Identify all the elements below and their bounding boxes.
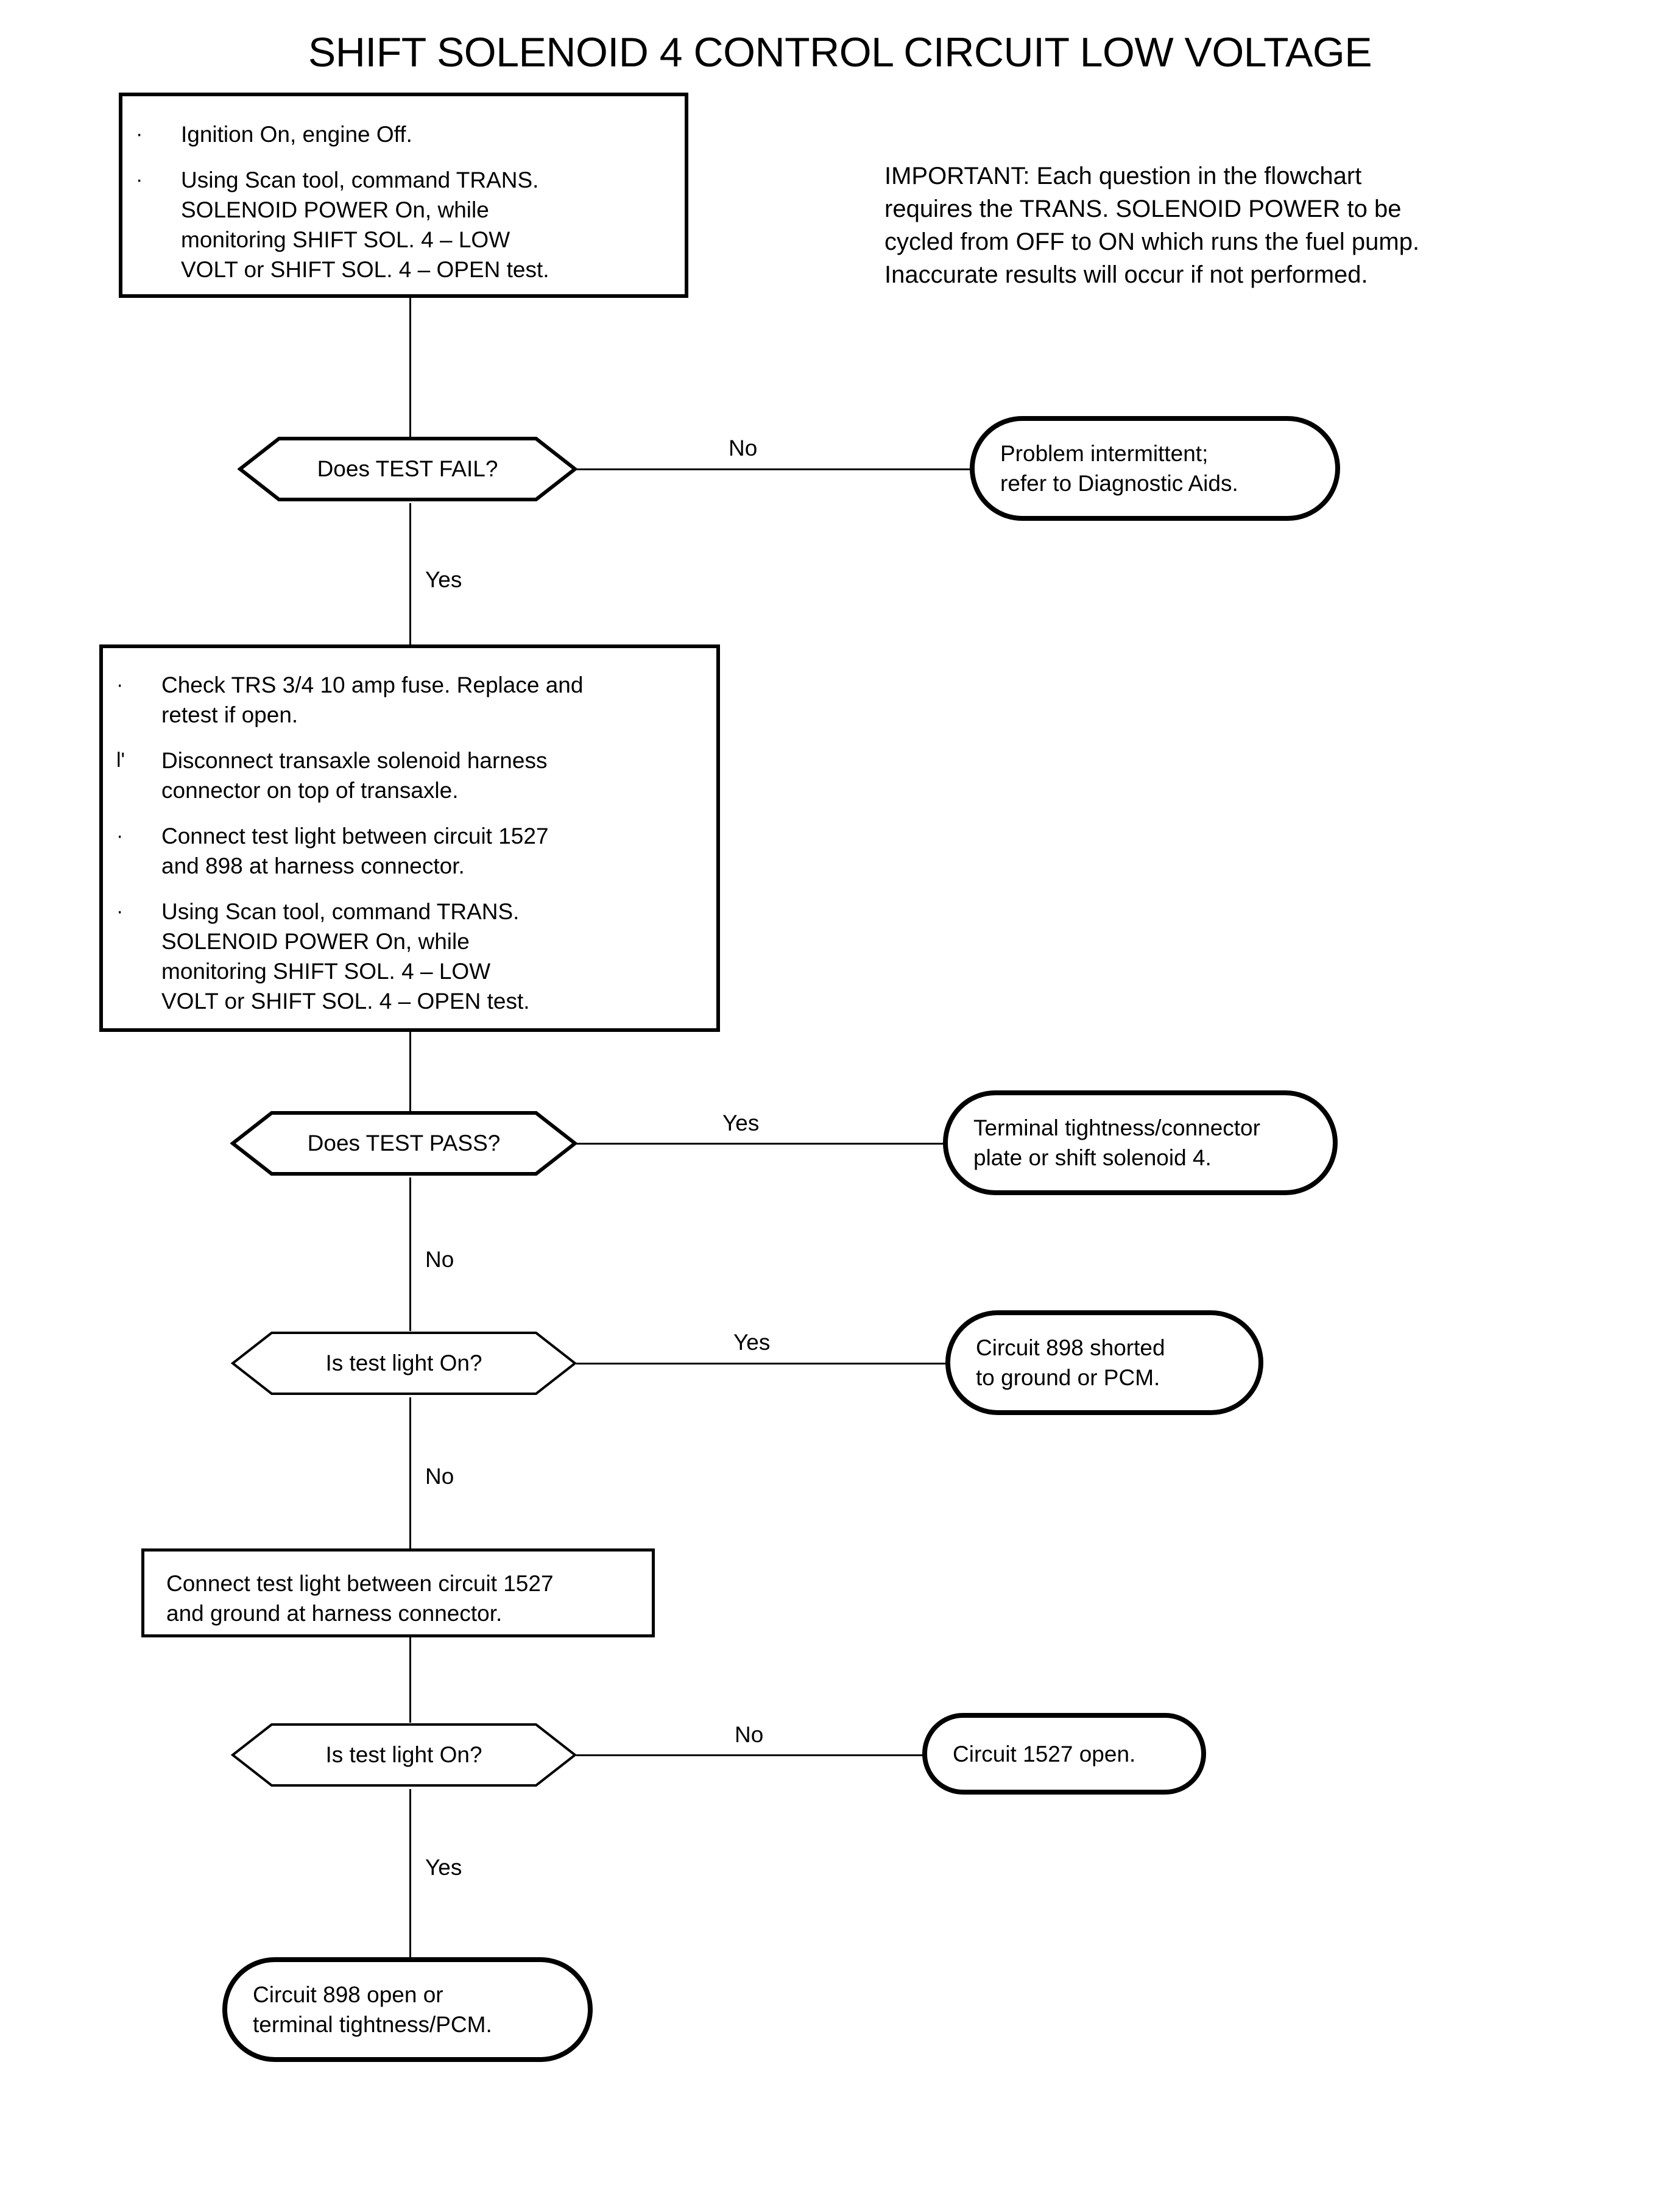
bullet-text: Check TRS 3/4 10 amp fuse. Replace and r…: [161, 673, 584, 727]
bullet-item: · Using Scan tool, command TRANS. SOLENO…: [103, 897, 701, 1016]
decision-label: Does TEST FAIL?: [317, 456, 498, 481]
connector-step2-to-decision2: [409, 1032, 411, 1111]
bullet-item: · Ignition On, engine Off.: [122, 119, 666, 149]
connector-step3-to-decision4: [409, 1637, 411, 1723]
bullet-text: Disconnect transaxle solenoid harness co…: [161, 748, 548, 803]
connector-decision4-no: [576, 1754, 923, 1756]
connector-decision1-no: [576, 468, 971, 470]
hexagon-shape: [230, 1111, 577, 1176]
terminal-terminal-tightness: Terminal tightness/connector plate or sh…: [943, 1090, 1338, 1195]
terminal-label: Circuit 898 open or terminal tightness/P…: [253, 1982, 492, 2037]
bullet-marker: lʹ: [116, 749, 125, 772]
step-3-text: Connect test light between circuit 1527 …: [166, 1571, 554, 1626]
terminal-circuit-1527-open: Circuit 1527 open.: [922, 1713, 1206, 1795]
step-1-bullet-list: · Ignition On, engine Off. · Using Scan …: [122, 119, 666, 284]
branch-label-no: No: [425, 1464, 454, 1489]
branch-label-no: No: [735, 1722, 764, 1747]
decision-does-test-pass: Does TEST PASS?: [230, 1109, 577, 1177]
bullet-marker: ·: [116, 824, 124, 847]
bullet-text: Connect test light between circuit 1527 …: [161, 824, 549, 878]
step-1-box: · Ignition On, engine Off. · Using Scan …: [119, 93, 688, 298]
bullet-marker: ·: [116, 900, 124, 923]
step-2-bullet-list: · Check TRS 3/4 10 amp fuse. Replace and…: [103, 670, 701, 1016]
bullet-text: Using Scan tool, command TRANS. SOLENOID…: [161, 899, 530, 1014]
bullet-item: · Connect test light between circuit 152…: [103, 821, 701, 881]
decision-label: Is test light On?: [325, 1742, 482, 1767]
bullet-text: Ignition On, engine Off.: [181, 122, 412, 147]
branch-label-yes: Yes: [425, 567, 462, 592]
decision-is-test-light-on-2: Is test light On?: [230, 1721, 577, 1789]
bullet-item: · Using Scan tool, command TRANS. SOLENO…: [122, 165, 666, 284]
step-3-box: Connect test light between circuit 1527 …: [141, 1548, 655, 1637]
bullet-item: lʹ Disconnect transaxle solenoid harness…: [103, 746, 701, 805]
branch-label-yes: Yes: [733, 1330, 771, 1355]
bullet-text: Using Scan tool, command TRANS. SOLENOID…: [181, 168, 549, 282]
decision-label: Is test light On?: [325, 1350, 482, 1375]
connector-decision1-yes: [409, 503, 411, 644]
connector-decision3-no: [409, 1397, 411, 1548]
terminal-label: Problem intermittent; refer to Diagnosti…: [1000, 441, 1238, 496]
step-2-box: · Check TRS 3/4 10 amp fuse. Replace and…: [99, 644, 720, 1032]
terminal-label: Circuit 898 shorted to ground or PCM.: [976, 1335, 1165, 1390]
connector-decision2-yes: [576, 1143, 944, 1145]
important-note: IMPORTANT: Each question in the flowchar…: [884, 163, 1420, 288]
terminal-label: Terminal tightness/connector plate or sh…: [973, 1115, 1260, 1170]
hexagon-shape: [238, 437, 577, 501]
decision-is-test-light-on-1: Is test light On?: [230, 1329, 577, 1397]
bullet-item: · Check TRS 3/4 10 amp fuse. Replace and…: [103, 670, 701, 730]
terminal-label: Circuit 1527 open.: [953, 1741, 1136, 1767]
connector-decision3-yes: [576, 1363, 947, 1364]
decision-label: Does TEST PASS?: [307, 1131, 501, 1156]
bullet-marker: ·: [136, 168, 143, 191]
connector-decision2-no: [409, 1177, 411, 1331]
bullet-marker: ·: [116, 673, 124, 696]
bullet-marker: ·: [136, 122, 143, 146]
terminal-circuit-898-shorted: Circuit 898 shorted to ground or PCM.: [945, 1310, 1263, 1415]
terminal-circuit-898-open: Circuit 898 open or terminal tightness/P…: [222, 1957, 593, 2062]
branch-label-no: No: [729, 436, 758, 461]
connector-step1-to-decision1: [409, 298, 411, 437]
branch-label-yes: Yes: [722, 1110, 760, 1135]
decision-does-test-fail: Does TEST FAIL?: [238, 435, 577, 503]
branch-label-yes: Yes: [425, 1855, 462, 1880]
branch-label-no: No: [425, 1247, 454, 1272]
hexagon-shape: [230, 1332, 577, 1395]
terminal-problem-intermittent: Problem intermittent; refer to Diagnosti…: [970, 416, 1340, 521]
hexagon-shape: [230, 1723, 577, 1787]
page-title: SHIFT SOLENOID 4 CONTROL CIRCUIT LOW VOL…: [308, 29, 1372, 76]
connector-decision4-yes: [409, 1789, 411, 1957]
